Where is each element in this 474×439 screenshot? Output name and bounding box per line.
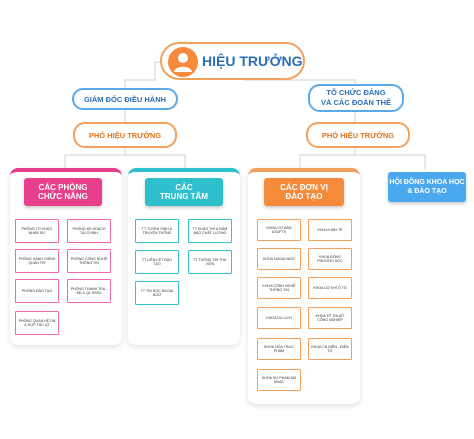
training-units-header: CÁC ĐƠN VỊ ĐÀO TẠO — [264, 178, 344, 206]
vice-principal-right-label: PHÓ HIỆU TRƯỞNG — [321, 130, 395, 140]
centers-header-line2: TRUNG TÂM — [160, 192, 208, 201]
faculty-item: KHOA CÔNG NGHỆ THÔNG TIN — [257, 277, 301, 299]
dept-item: PHÒNG HÀNH CHÍNH QUẢN TRỊ — [15, 249, 59, 273]
director-label: GIÁM ĐỐC ĐIỀU HÀNH — [83, 94, 167, 104]
science-council-line2: & ĐÀO TẠO — [407, 188, 447, 195]
dept-item: PHÒNG TỔ CHỨC NHÂN SỰ — [15, 219, 59, 243]
faculty-item: KHOA CƠ BẢN &SOFTS — [257, 219, 301, 241]
faculty-item: KHOA HÓA THỰC PHẨM — [257, 338, 301, 360]
faculty-item: KHOA ĐÔNG PHƯƠNG HỌC — [308, 248, 352, 270]
vice-principal-left-label: PHÓ HIỆU TRƯỞNG — [88, 130, 162, 140]
faculty-item: KHOA NGOẠI NGỮ — [257, 248, 301, 270]
center-item: TT TIN HỌC NGOẠI NGỮ — [135, 281, 179, 305]
party-organizations-line1: TỔ CHỨC ĐẢNG — [326, 88, 386, 97]
director-box: GIÁM ĐỐC ĐIỀU HÀNH — [72, 88, 178, 110]
faculty-item: KHOA CƠ KHÍ Ô TÔ — [308, 277, 352, 299]
centers-header-line1: CÁC — [175, 183, 193, 192]
dept-item: PHÒNG CÔNG NGHỆ THÔNG TIN — [67, 249, 111, 273]
science-council-line1: HỘI ĐỒNG KHOA HỌC — [389, 179, 465, 186]
functional-departments-header: CÁC PHÒNG CHỨC NĂNG — [24, 178, 102, 206]
user-icon — [168, 47, 198, 77]
faculty-item: KHOA DU LỊCH — [257, 307, 301, 329]
dept-item: PHÒNG KẾ HOẠCH TÀI CHÍNH — [67, 219, 111, 243]
vice-principal-left-box: PHÓ HIỆU TRƯỞNG — [73, 122, 177, 148]
dept-item: PHÒNG ĐÀO TẠO — [15, 279, 59, 303]
faculty-item: KHOA SƯ PHẠM ÂM NHẠC — [257, 369, 301, 391]
vice-principal-right-box: PHÓ HIỆU TRƯỞNG — [306, 122, 410, 148]
dept-item: PHÒNG QUAN HỆ DN & HỢP TÁC QT — [15, 311, 59, 335]
principal-box: HIỆU TRƯỞNG — [160, 42, 305, 80]
faculty-item: KHOA CN ĐIỆN - ĐIỆN TỬ — [308, 338, 352, 360]
faculty-item: KHOA KỸ THUẬT CÔNG NGHIỆP — [308, 307, 352, 329]
principal-title: HIỆU TRƯỞNG — [202, 53, 303, 69]
party-organizations-box: TỔ CHỨC ĐẢNG VÀ CÁC ĐOÀN THỂ — [308, 84, 404, 112]
center-item: TT LIÊN KẾT ĐÀO TẠO — [135, 250, 179, 274]
training-units-header-line2: ĐÀO TẠO — [285, 192, 323, 201]
training-units-header-line1: CÁC ĐƠN VỊ — [280, 183, 328, 192]
dept-item: PHÒNG THANH TRA - KĐ & QL HSSV — [67, 279, 111, 303]
science-council-box: HỘI ĐỒNG KHOA HỌC & ĐÀO TẠO — [388, 172, 466, 202]
functional-departments-header-line2: CHỨC NĂNG — [38, 192, 88, 201]
party-organizations-line2: VÀ CÁC ĐOÀN THỂ — [320, 98, 391, 107]
center-item: TT KHẢO THÍ & ĐẢM BẢO CHẤT LƯỢNG — [188, 219, 232, 243]
functional-departments-header-line1: CÁC PHÒNG — [38, 183, 88, 192]
center-item: TT TUYỂN SINH & TRUYỀN THÔNG — [135, 219, 179, 243]
center-item: TT THÔNG TIN THƯ VIỆN — [188, 250, 232, 274]
faculty-item: KHOA KINH TẾ — [308, 219, 352, 241]
centers-header: CÁC TRUNG TÂM — [145, 178, 223, 206]
